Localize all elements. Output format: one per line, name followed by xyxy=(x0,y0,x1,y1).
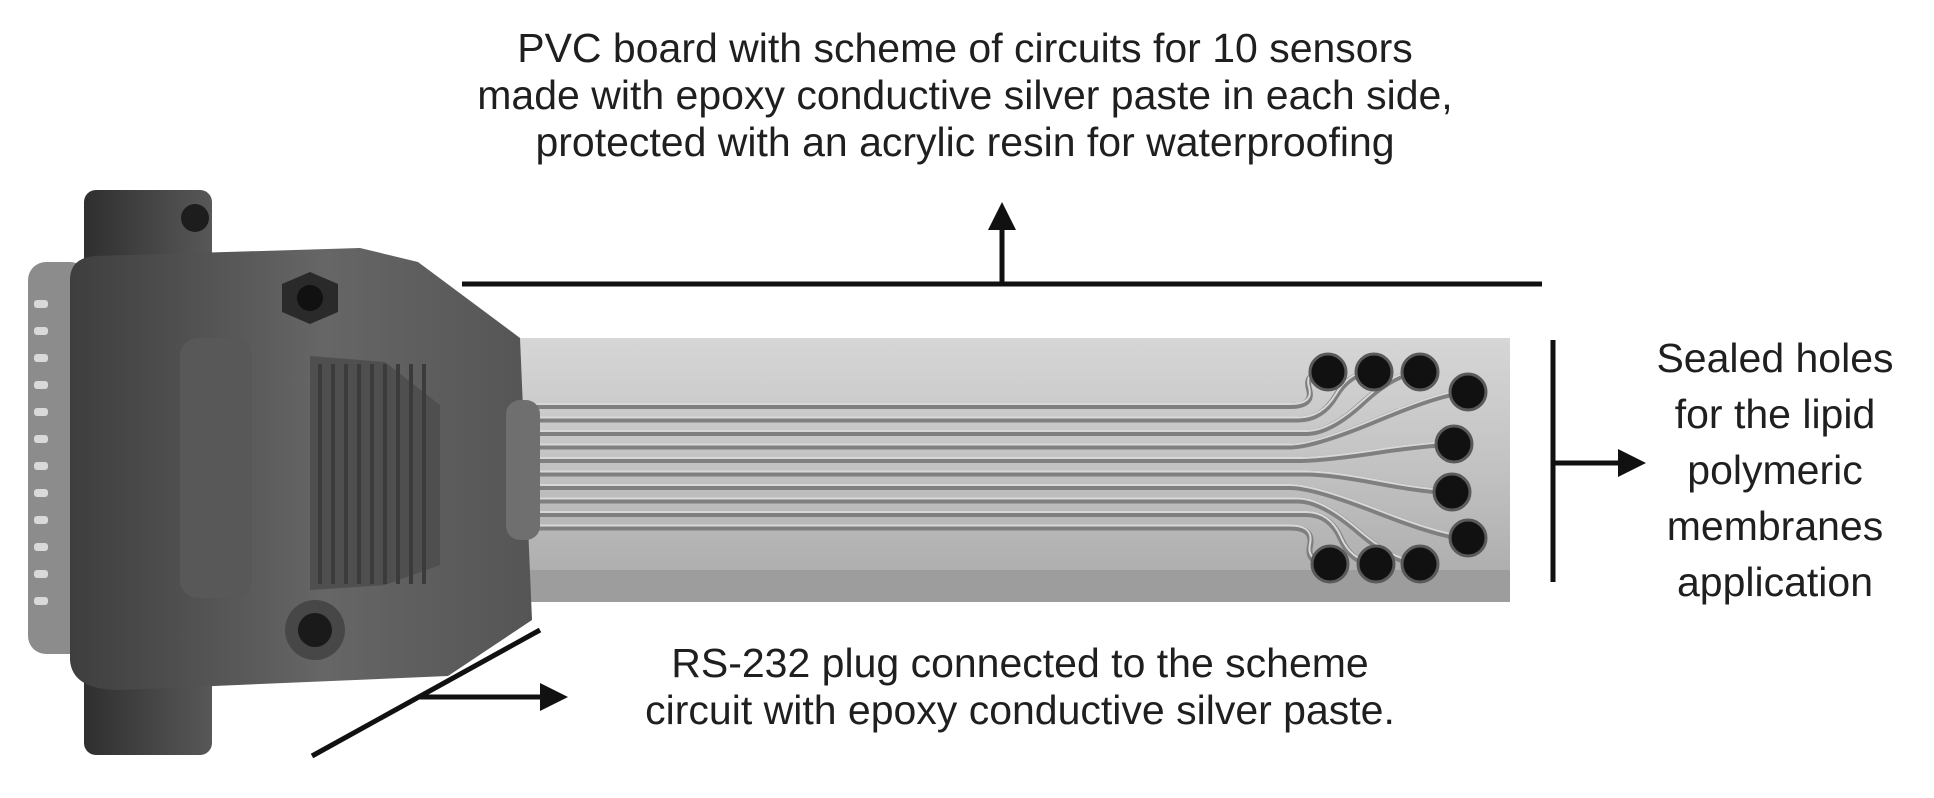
plug-grip-ridges xyxy=(318,364,426,584)
sealed-holes xyxy=(1308,352,1488,584)
bottom-bracket-line xyxy=(310,627,542,759)
sealed-hole xyxy=(1308,352,1348,392)
caption-line: polymeric xyxy=(1687,447,1863,493)
caption-line: protected with an acrylic resin for wate… xyxy=(535,119,1395,165)
plug-pin xyxy=(34,300,48,308)
plug-pin xyxy=(34,381,48,389)
plug-pins xyxy=(34,300,48,605)
plug-pin xyxy=(34,597,48,605)
sealed-hole xyxy=(1434,424,1474,464)
sealed-hole xyxy=(1432,472,1472,512)
plug-screw-hole-inner xyxy=(298,613,332,647)
caption-line: application xyxy=(1676,559,1874,605)
caption-line: Sealed holes xyxy=(1656,335,1894,381)
bottom-arrow-icon xyxy=(540,683,568,711)
plug-description-caption: RS-232 plug connected to the scheme circ… xyxy=(550,640,1490,734)
sealed-hole xyxy=(1448,518,1488,558)
plug-top-tab-screw xyxy=(181,204,209,232)
rs232-plug xyxy=(28,190,540,755)
sealed-hole xyxy=(1356,544,1396,584)
sealed-hole xyxy=(1400,352,1440,392)
caption-line: RS-232 plug connected to the scheme xyxy=(671,640,1369,686)
circuit-trace xyxy=(527,389,1471,450)
plug-pin xyxy=(34,435,48,443)
top-arrow-icon xyxy=(988,202,1016,230)
plug-pin xyxy=(34,327,48,335)
sealed-hole xyxy=(1400,544,1440,584)
sealed-hole xyxy=(1310,544,1350,584)
plug-pin xyxy=(34,354,48,362)
right-arrow-icon xyxy=(1618,449,1646,477)
caption-line: membranes xyxy=(1666,503,1884,549)
plug-pin xyxy=(34,543,48,551)
circuit-trace xyxy=(527,484,1471,541)
plug-grip-area xyxy=(310,356,440,590)
plug-pin xyxy=(34,408,48,416)
plug-hex-nut-hole xyxy=(297,285,323,311)
holes-description-caption: Sealed holes for the lipid polymeric mem… xyxy=(1620,330,1930,610)
plug-pin xyxy=(34,489,48,497)
board-description-caption: PVC board with scheme of circuits for 10… xyxy=(360,25,1570,166)
plug-recess-panel xyxy=(180,338,252,598)
circuit-trace-highlight xyxy=(529,484,1469,537)
plug-board-neck xyxy=(506,400,540,540)
plug-pin xyxy=(34,516,48,524)
caption-line: circuit with epoxy conductive silver pas… xyxy=(645,687,1395,733)
caption-line: for the lipid xyxy=(1674,391,1876,437)
plug-pin xyxy=(34,570,48,578)
caption-line: PVC board with scheme of circuits for 10… xyxy=(517,25,1413,71)
caption-line: made with epoxy conductive silver paste … xyxy=(477,72,1453,118)
sealed-hole xyxy=(1448,372,1488,412)
plug-pin xyxy=(34,462,48,470)
annotation-graphics xyxy=(310,202,1646,759)
sealed-hole xyxy=(1354,352,1394,392)
